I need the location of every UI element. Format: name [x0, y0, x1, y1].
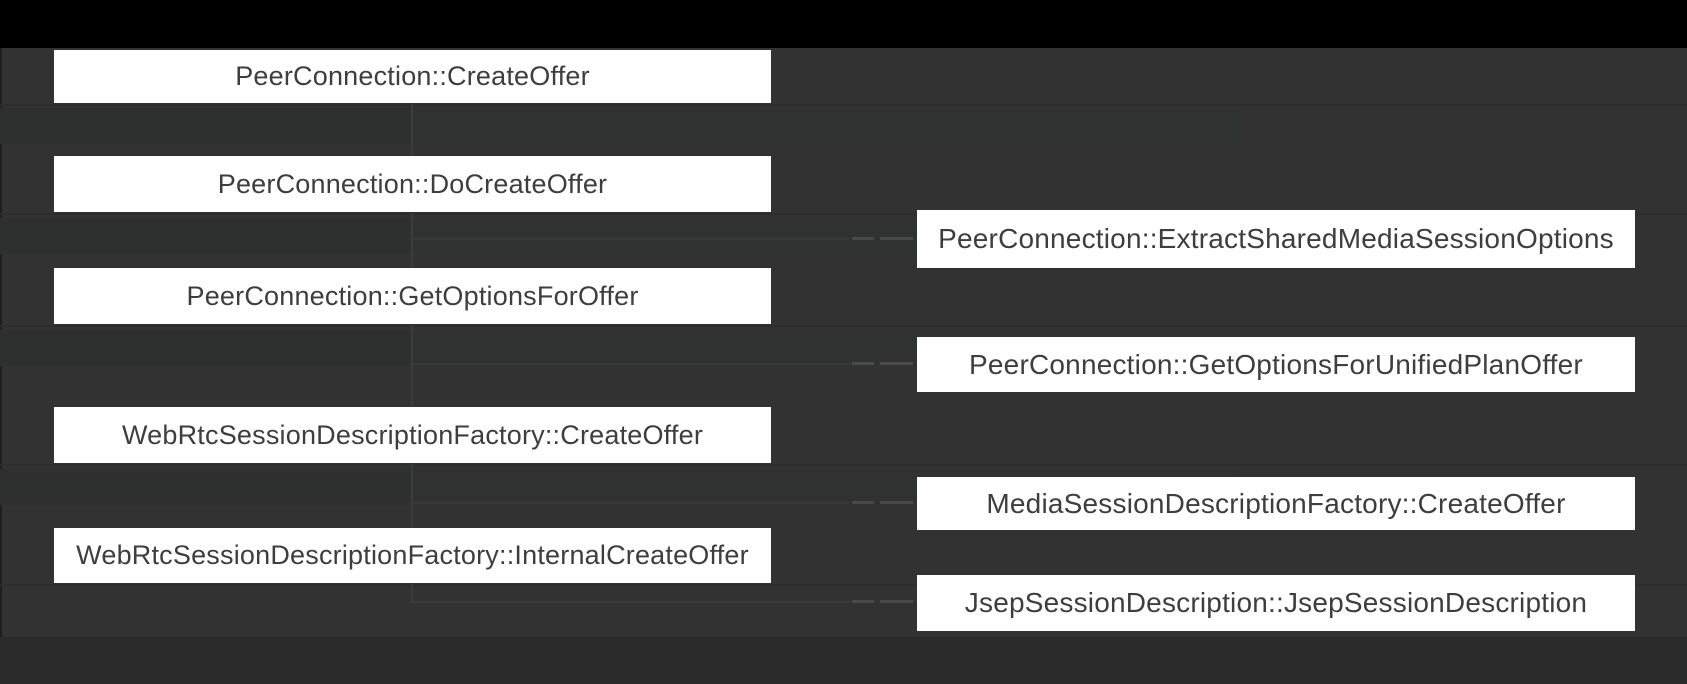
faint-band	[414, 108, 1238, 144]
node-label: PeerConnection::DoCreateOffer	[217, 168, 608, 199]
connector-spine	[411, 325, 413, 407]
node-label: PeerConnection::GetOptionsForUnifiedPlan…	[969, 348, 1583, 380]
faint-band	[0, 108, 410, 144]
node-label: WebRtcSessionDescriptionFactory::Interna…	[76, 540, 749, 570]
node-label: WebRtcSessionDescriptionFactory::CreateO…	[121, 419, 704, 450]
node-jsep-session-description: JsepSessionDescription::JsepSessionDescr…	[917, 575, 1635, 631]
connector-dash	[880, 237, 913, 240]
faint-band	[0, 469, 410, 505]
node-extract-shared-media-session-options: PeerConnection::ExtractSharedMediaSessio…	[917, 210, 1635, 268]
node-label: PeerConnection::GetOptionsForOffer	[186, 280, 639, 311]
connector-dash	[880, 501, 913, 504]
faint-band	[0, 218, 410, 254]
node-peerconnection-do-create-offer: PeerConnection::DoCreateOffer	[54, 156, 771, 212]
connector-branch	[413, 502, 850, 504]
row-divider	[0, 213, 1687, 215]
node-label: JsepSessionDescription::JsepSessionDescr…	[964, 587, 1588, 618]
connector-dash	[852, 362, 874, 365]
node-peerconnection-create-offer: PeerConnection::CreateOffer	[54, 50, 771, 103]
row-divider	[0, 584, 1687, 586]
row-divider	[0, 464, 1687, 466]
node-label: PeerConnection::ExtractSharedMediaSessio…	[938, 223, 1614, 254]
connector-branch	[413, 601, 850, 603]
node-webrtc-sdf-internal-create-offer: WebRtcSessionDescriptionFactory::Interna…	[54, 528, 771, 583]
connector-spine	[411, 104, 413, 156]
node-peerconnection-get-options-for-offer: PeerConnection::GetOptionsForOffer	[54, 268, 771, 324]
node-label: MediaSessionDescriptionFactory::CreateOf…	[986, 487, 1566, 519]
bottom-letterbox-bar	[0, 637, 1687, 684]
connector-dash	[852, 501, 874, 504]
node-webrtc-sdf-create-offer: WebRtcSessionDescriptionFactory::CreateO…	[54, 407, 771, 463]
connector-branch	[413, 238, 850, 240]
top-letterbox-bar	[0, 0, 1687, 48]
connector-spine	[411, 584, 413, 603]
connector-dash	[852, 237, 874, 240]
node-media-sdf-create-offer: MediaSessionDescriptionFactory::CreateOf…	[917, 477, 1635, 530]
faint-band	[0, 330, 410, 366]
connector-dash	[852, 600, 874, 603]
connector-spine	[411, 213, 413, 268]
row-divider	[0, 325, 1687, 327]
row-divider	[0, 104, 1687, 106]
node-label: PeerConnection::CreateOffer	[235, 61, 590, 91]
node-get-options-for-unified-plan-offer: PeerConnection::GetOptionsForUnifiedPlan…	[917, 337, 1635, 392]
connector-dash	[880, 362, 913, 365]
connector-dash	[880, 600, 913, 603]
connector-branch	[413, 363, 850, 365]
connector-spine	[411, 464, 413, 528]
